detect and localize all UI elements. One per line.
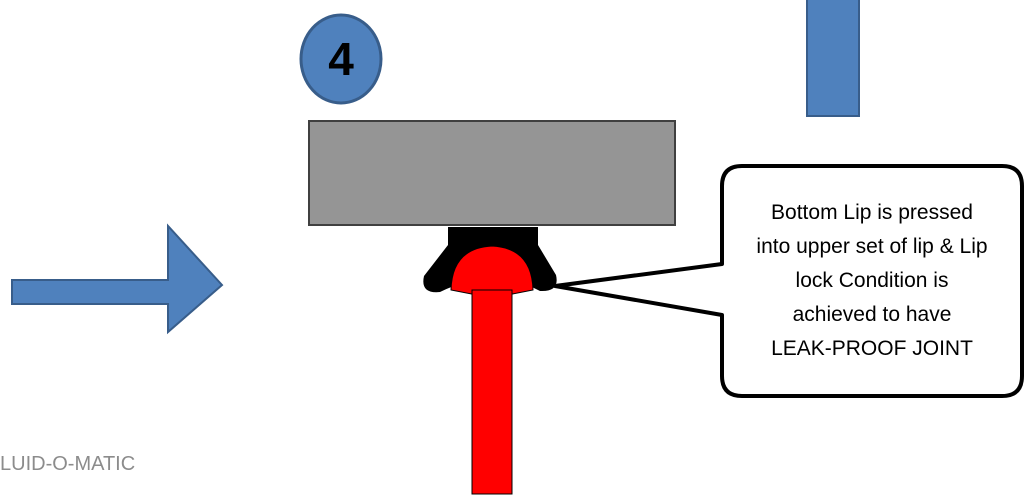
callout-line: LEAK-PROOF JOINT — [771, 337, 973, 360]
callout-line: Bottom Lip is pressed — [771, 201, 973, 224]
callout-line: into upper set of lip & Lip — [756, 235, 988, 258]
bottom-lip-stem — [471, 289, 513, 495]
callout-text: Bottom Lip is pressed into upper set of … — [722, 166, 1022, 396]
right-arrow-icon — [11, 223, 224, 335]
step-number: 4 — [328, 33, 354, 85]
callout-line: achieved to have — [792, 303, 952, 326]
down-arrow-icon — [806, 0, 860, 117]
brand-footer: LUID-O-MATIC — [0, 453, 136, 475]
callout-bubble — [553, 164, 1024, 398]
upper-block — [308, 120, 676, 226]
bottom-lip-dome — [450, 245, 534, 299]
step-number-circle — [299, 13, 383, 105]
callout-line: lock Condition is — [795, 269, 949, 292]
